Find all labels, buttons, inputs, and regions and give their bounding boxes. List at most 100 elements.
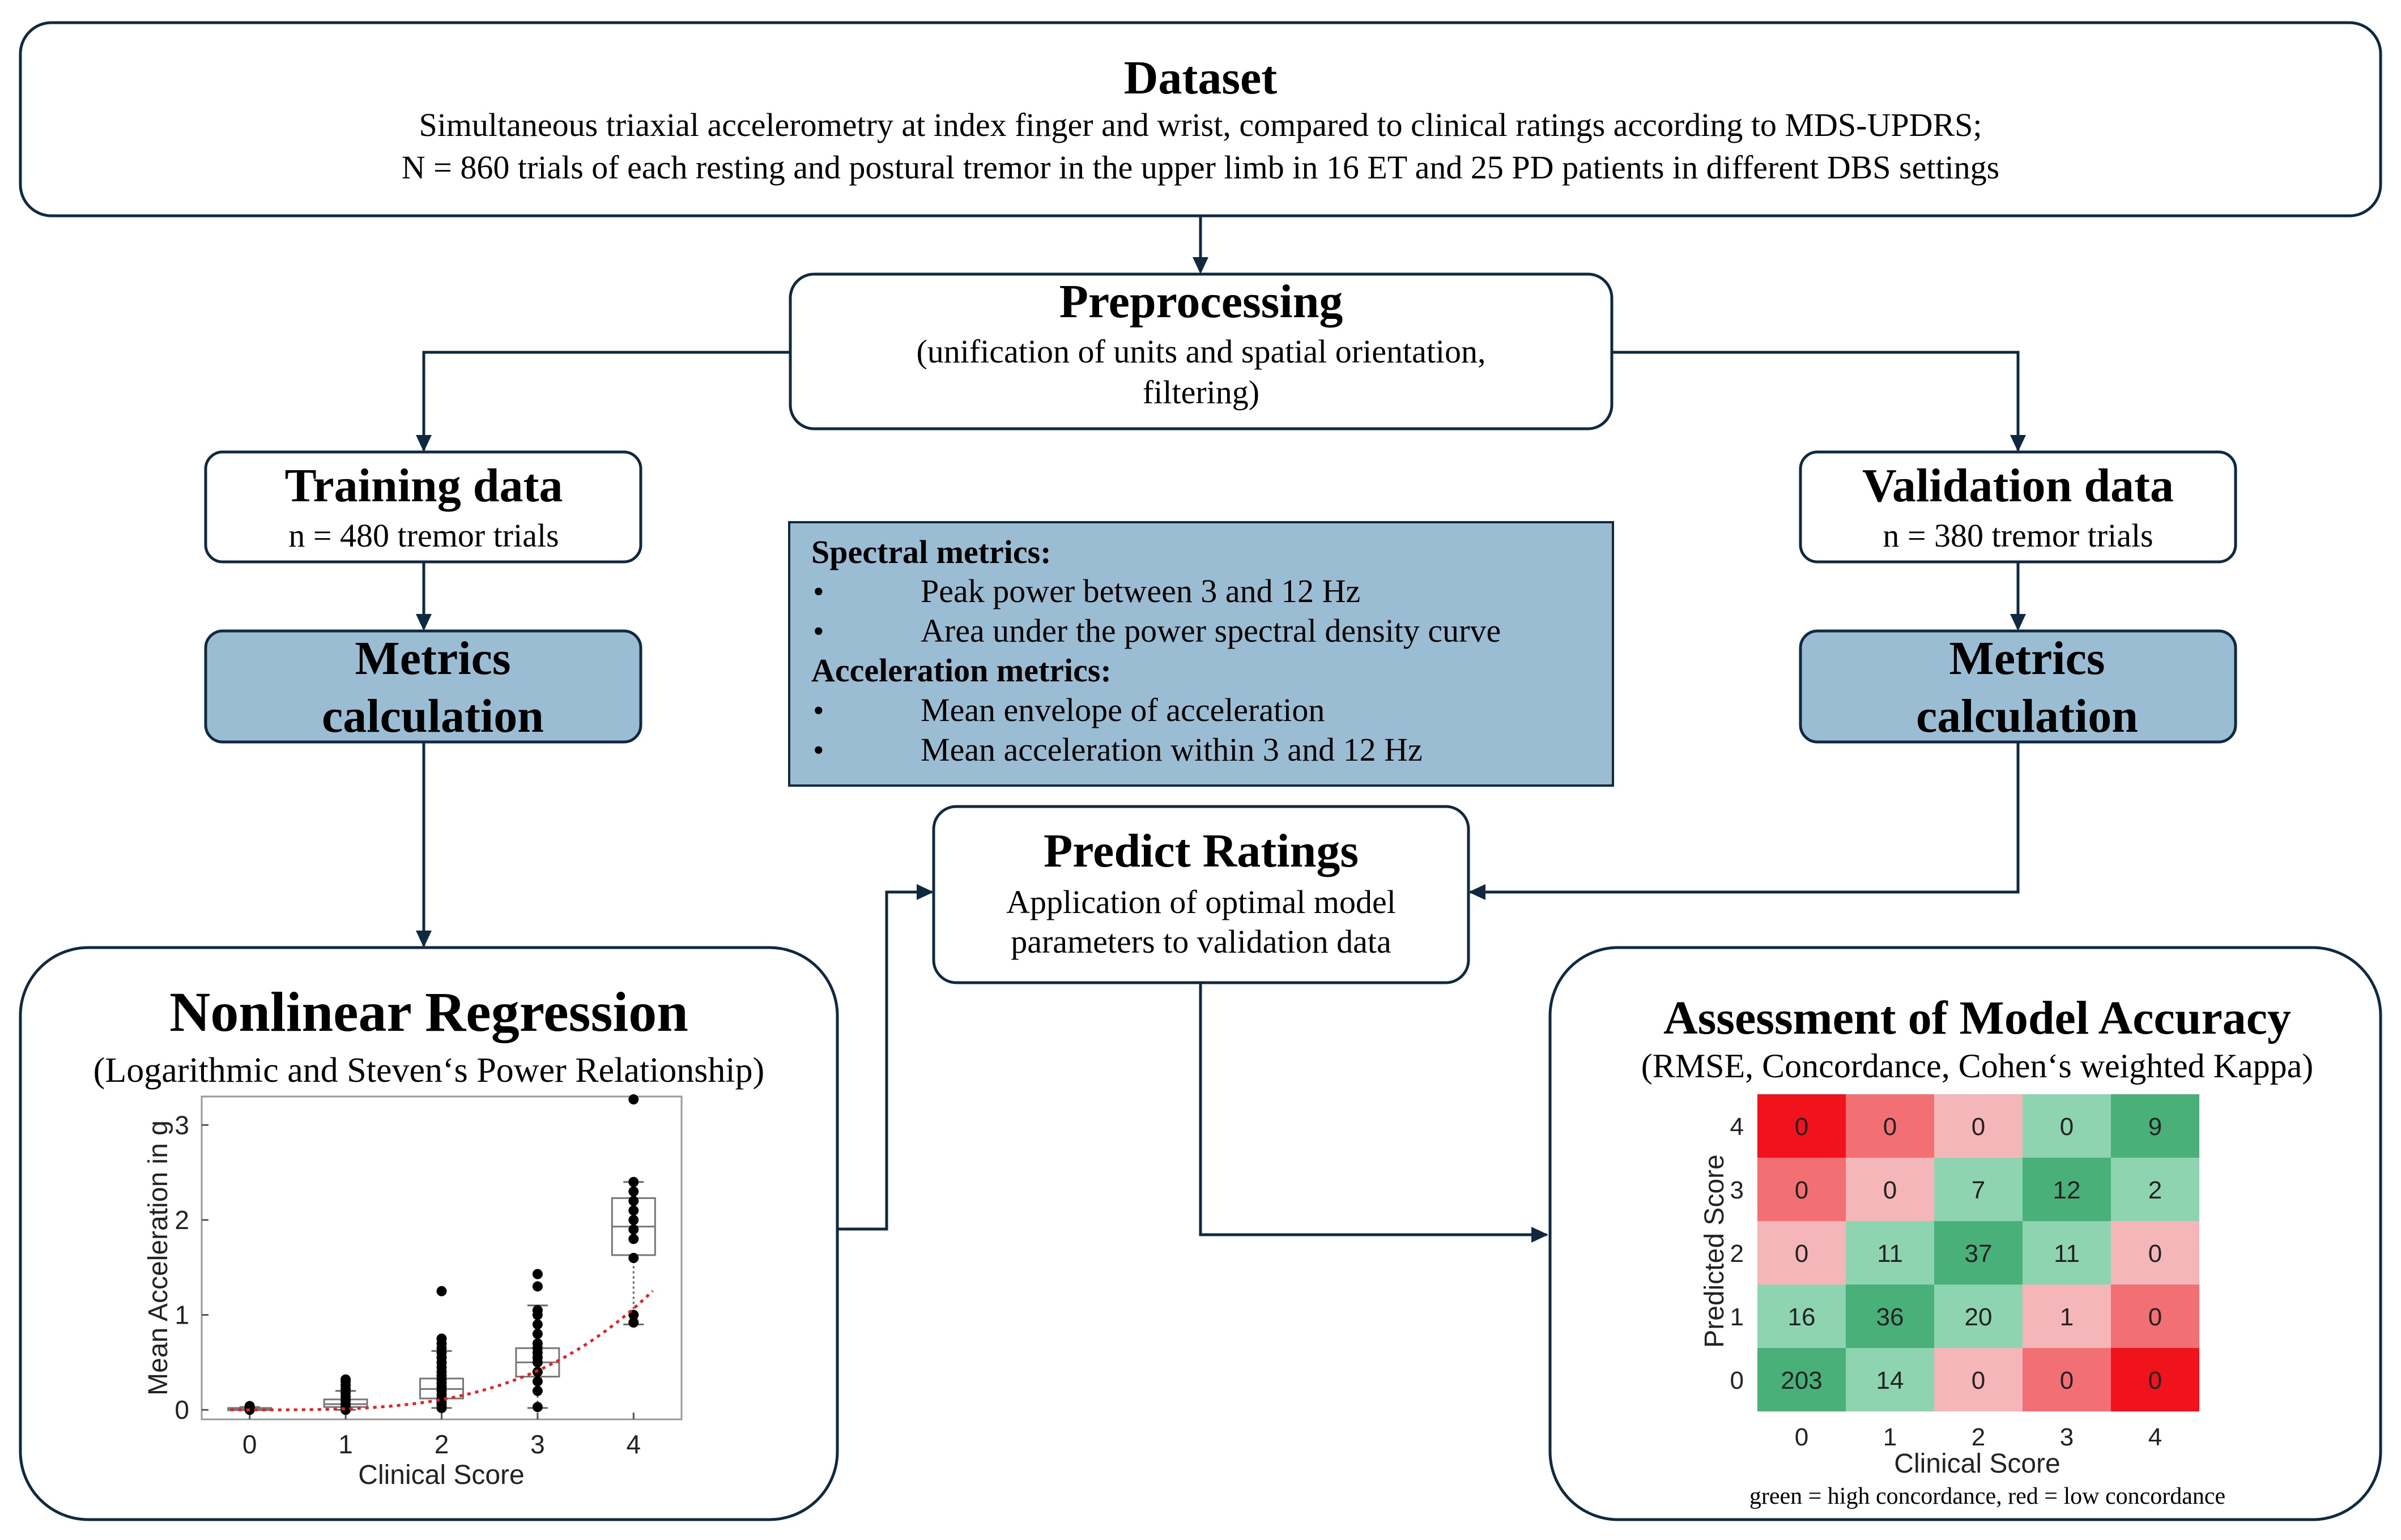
accel-item-2: Mean acceleration within 3 and 12 Hz bbox=[921, 731, 1423, 768]
heatmap-cell bbox=[1757, 1094, 1846, 1158]
heatmap-cell bbox=[2111, 1158, 2199, 1221]
heatmap-cell bbox=[1846, 1348, 1934, 1411]
x-tick-label: 4 bbox=[627, 1430, 641, 1459]
heatmap-cell-value: 0 bbox=[1795, 1176, 1808, 1204]
data-point bbox=[532, 1402, 543, 1413]
x-tick-label: 2 bbox=[435, 1430, 449, 1459]
heatmap-cell bbox=[1757, 1348, 1846, 1411]
connectors bbox=[422, 216, 2020, 1236]
heatmap-cell bbox=[1934, 1221, 2023, 1285]
x-tick-label: 3 bbox=[530, 1430, 545, 1459]
heatmap-x-tick-label: 0 bbox=[1795, 1423, 1808, 1451]
heatmap-cell-value: 12 bbox=[2053, 1176, 2081, 1204]
heatmap-cell-value: 203 bbox=[1781, 1367, 1822, 1394]
heatmap-x-tick-label: 4 bbox=[2148, 1423, 2162, 1451]
metrics-left-line-2: calculation bbox=[322, 690, 544, 743]
preprocessing-title: Preprocessing bbox=[1059, 275, 1343, 328]
accel-item-1: Mean envelope of acceleration bbox=[921, 692, 1325, 728]
spectral-item-1: Peak power between 3 and 12 Hz bbox=[921, 573, 1360, 609]
metrics-right-line-1: Metrics bbox=[1949, 632, 2105, 685]
heatmap-cell bbox=[1934, 1285, 2023, 1348]
arrowhead-regression bbox=[416, 931, 432, 948]
regression-y-axis-label: Mean Acceleration in g bbox=[143, 1120, 173, 1396]
predict-title: Predict Ratings bbox=[1044, 825, 1359, 877]
data-point bbox=[532, 1269, 543, 1279]
heatmap-cell-value: 11 bbox=[1877, 1240, 1903, 1268]
predict-line-1: Application of optimal model bbox=[1006, 884, 1396, 920]
preprocessing-line-1: (unification of units and spatial orient… bbox=[916, 333, 1485, 370]
data-point bbox=[628, 1196, 639, 1206]
data-point bbox=[340, 1374, 351, 1385]
x-tick-label: 0 bbox=[242, 1430, 257, 1459]
metrics-info-box: Spectral metrics: • Peak power between 3… bbox=[788, 521, 1614, 787]
arrowhead-predict-left bbox=[917, 884, 934, 900]
heatmap-y-tick-label: 3 bbox=[1730, 1176, 1744, 1204]
heatmap-y-axis-label: Predicted Score bbox=[1700, 1154, 1730, 1348]
heatmap-cell bbox=[1846, 1285, 1934, 1348]
heatmap-y-tick-label: 1 bbox=[1730, 1303, 1744, 1331]
heatmap-cell bbox=[2023, 1094, 2111, 1158]
dataset-title: Dataset bbox=[1124, 52, 1278, 104]
data-point bbox=[628, 1317, 639, 1328]
regression-x-axis-label: Clinical Score bbox=[358, 1460, 524, 1490]
data-point bbox=[628, 1176, 639, 1187]
heatmap-cell bbox=[2111, 1285, 2199, 1348]
heatmap-y-tick-label: 4 bbox=[1730, 1113, 1744, 1141]
heatmap-cell-value: 0 bbox=[1972, 1113, 1985, 1141]
heatmap-cell bbox=[2111, 1348, 2199, 1411]
heatmap-cell bbox=[2023, 1158, 2111, 1221]
validation-subtitle: n = 380 tremor trials bbox=[1883, 517, 2153, 554]
y-tick-label: 3 bbox=[174, 1110, 189, 1140]
data-point bbox=[628, 1094, 639, 1105]
y-tick-label: 1 bbox=[174, 1300, 189, 1330]
heatmap-cell-value: 0 bbox=[1883, 1176, 1897, 1204]
heatmap-cell-value: 0 bbox=[2148, 1367, 2162, 1394]
heatmap-cell bbox=[2111, 1094, 2199, 1158]
arrowhead-training bbox=[416, 435, 432, 452]
heatmap-cell bbox=[1757, 1285, 1846, 1348]
heatmap-cell bbox=[1934, 1094, 2023, 1158]
heatmap-cell-value: 9 bbox=[2148, 1113, 2162, 1141]
predict-line-2: parameters to validation data bbox=[1011, 923, 1391, 960]
arrow-preprocessing-to-validation bbox=[1612, 351, 2020, 450]
regression-subtitle: (Logarithmic and Steven‘s Power Relation… bbox=[93, 1051, 765, 1090]
acceleration-heading: Acceleration metrics: bbox=[811, 652, 1112, 689]
metrics-left-line-1: Metrics bbox=[355, 632, 510, 685]
heatmap-cell-value: 0 bbox=[2148, 1240, 2162, 1268]
heatmap-x-tick-label: 1 bbox=[1883, 1423, 1897, 1451]
data-point bbox=[532, 1305, 543, 1316]
heatmap-cell-value: 0 bbox=[2148, 1303, 2162, 1331]
data-point bbox=[628, 1186, 639, 1197]
heatmap-cell-value: 0 bbox=[2060, 1367, 2074, 1394]
heatmap-cell-value: 11 bbox=[2054, 1240, 2080, 1268]
data-point bbox=[628, 1224, 639, 1235]
metrics-right-box: Metrics calculation bbox=[1799, 629, 2237, 744]
y-tick-label: 2 bbox=[174, 1205, 189, 1235]
heatmap-y-tick-label: 2 bbox=[1730, 1240, 1744, 1268]
heatmap-cell bbox=[2023, 1285, 2111, 1348]
dataset-line-1: Simultaneous triaxial accelerometry at i… bbox=[419, 106, 1982, 143]
heatmap-cell bbox=[1757, 1221, 1846, 1285]
validation-title: Validation data bbox=[1862, 459, 2174, 512]
arrowhead-preprocessing bbox=[1193, 257, 1208, 274]
training-subtitle: n = 480 tremor trials bbox=[288, 517, 559, 554]
arrow-regression-to-predict bbox=[837, 890, 932, 1231]
data-point bbox=[532, 1385, 543, 1396]
y-tick-label: 0 bbox=[174, 1395, 189, 1424]
heatmap-x-axis-label: Clinical Score bbox=[1894, 1449, 2060, 1479]
heatmap-cell bbox=[2023, 1348, 2111, 1411]
heatmap-cell-value: 0 bbox=[1972, 1367, 1985, 1394]
heatmap-cell-value: 1 bbox=[2060, 1303, 2074, 1331]
data-point bbox=[532, 1319, 543, 1330]
arrowhead-assessment bbox=[1531, 1227, 1548, 1243]
assessment-title: Assessment of Model Accuracy bbox=[1663, 992, 2291, 1044]
heatmap-cell bbox=[2023, 1221, 2111, 1285]
data-point bbox=[532, 1338, 543, 1349]
